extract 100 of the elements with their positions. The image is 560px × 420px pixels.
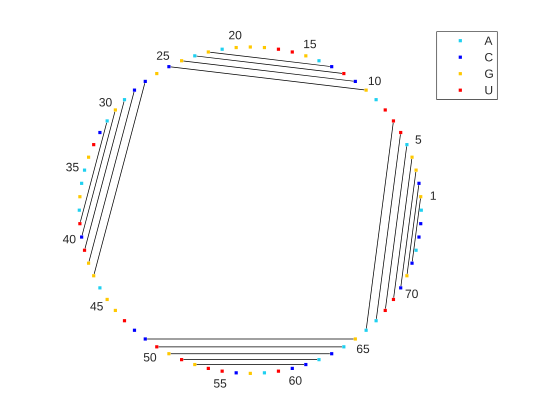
nucleotide-marker [80,235,84,239]
nucleotide-marker [392,298,396,302]
nucleotide-marker [262,371,266,374]
nucleotide-marker [144,337,147,341]
nucleotide-marker [417,182,421,185]
position-number: 10 [368,76,381,86]
nucleotide-marker [374,98,378,102]
position-number: 65 [356,344,370,354]
nucleotide-marker [354,80,357,83]
nucleotide-marker [304,54,308,58]
pair-line [196,364,304,365]
nucleotide-marker [180,358,184,362]
position-number: 1 [430,192,436,200]
legend-label: U [485,86,492,94]
nucleotide-marker [417,235,421,239]
nucleotide-marker [98,286,102,290]
pair-line [80,122,108,222]
nucleotide-marker [248,372,252,375]
nucleotide-marker [330,65,334,68]
nucleotide-marker [405,143,408,146]
pair-line [400,172,416,286]
pair-line [88,92,134,262]
nucleotide-marker [405,274,408,278]
nucleotide-marker [399,286,402,290]
nucleotide-marker [342,72,346,76]
pair-line [82,111,116,236]
nucleotide-marker [78,222,82,226]
nucleotide-marker [82,248,86,252]
nucleotide-marker [414,248,418,252]
nucleotide-marker [262,46,266,50]
nucleotide-marker [155,72,158,76]
pair-line [170,66,365,90]
nucleotide-marker [317,358,321,362]
nucleotide-marker [330,352,334,356]
pair-line [94,82,146,274]
position-number: 50 [144,353,156,362]
legend-label: A [484,36,492,45]
nucleotide-marker [304,362,308,366]
pair-line [412,198,421,262]
nucleotide-marker [193,362,196,366]
nucleotide-marker [364,328,368,332]
pair-line [366,122,394,329]
nucleotide-marker [220,370,224,373]
nucleotide-marker [276,370,280,373]
position-number: 30 [99,98,112,107]
nucleotide-marker [106,119,109,123]
nucleotide-marker [114,108,117,112]
nucleotide-marker [317,59,321,62]
nucleotide-marker [132,328,136,332]
nucleotide-marker [410,262,414,265]
nucleotide-marker [132,88,136,92]
nucleotide-marker [92,274,96,278]
pair-line [406,184,420,274]
nucleotide-marker [80,182,84,185]
nucleotide-marker [364,88,368,92]
pair-line [183,60,354,82]
pair-line [158,346,342,348]
nucleotide-marker [399,130,402,134]
pair-line [393,158,412,298]
nucleotide-marker [206,366,210,370]
nucleotide-marker [86,262,90,265]
nucleotide-marker [384,108,387,112]
legend-label: G [485,69,493,78]
nucleotide-marker [167,352,171,356]
nucleotide-marker [155,345,158,348]
nucleotide-marker [290,366,294,370]
pair-line [210,52,330,67]
nucleotide-marker [419,222,422,226]
nucleotide-marker [419,195,422,198]
nucleotide-marker [248,45,252,49]
nucleotide-marker [122,319,126,322]
position-number: 25 [156,51,170,60]
nucleotide-marker [420,208,423,212]
nucleotide-marker [122,98,126,102]
nucleotide-marker [86,156,90,159]
position-number: 45 [90,302,103,310]
nucleotide-marker [82,168,86,172]
nucleotide-marker [78,195,82,198]
nucleotide-marker [410,156,414,159]
nucleotide-marker [114,308,117,312]
position-number: 35 [66,162,79,172]
nucleotide-marker [234,46,238,50]
pair-line [196,56,342,74]
pair-line [183,359,318,360]
nucleotide-marker [98,130,102,134]
nucleotide-marker [384,308,387,312]
nucleotide-marker [276,48,280,51]
nucleotide-marker [414,168,418,172]
pair-line [84,101,124,249]
nucleotide-marker [342,345,346,348]
position-number: 40 [62,234,76,244]
position-number: 55 [214,379,226,388]
position-number: 15 [304,40,316,48]
position-number: 60 [289,376,302,385]
nucleotide-marker [290,50,294,54]
nucleotide-marker [144,80,147,83]
nucleotide-marker [106,298,109,302]
nucleotide-marker [193,54,196,58]
nucleotide-marker [180,59,184,62]
nucleotide-marker [354,337,357,341]
